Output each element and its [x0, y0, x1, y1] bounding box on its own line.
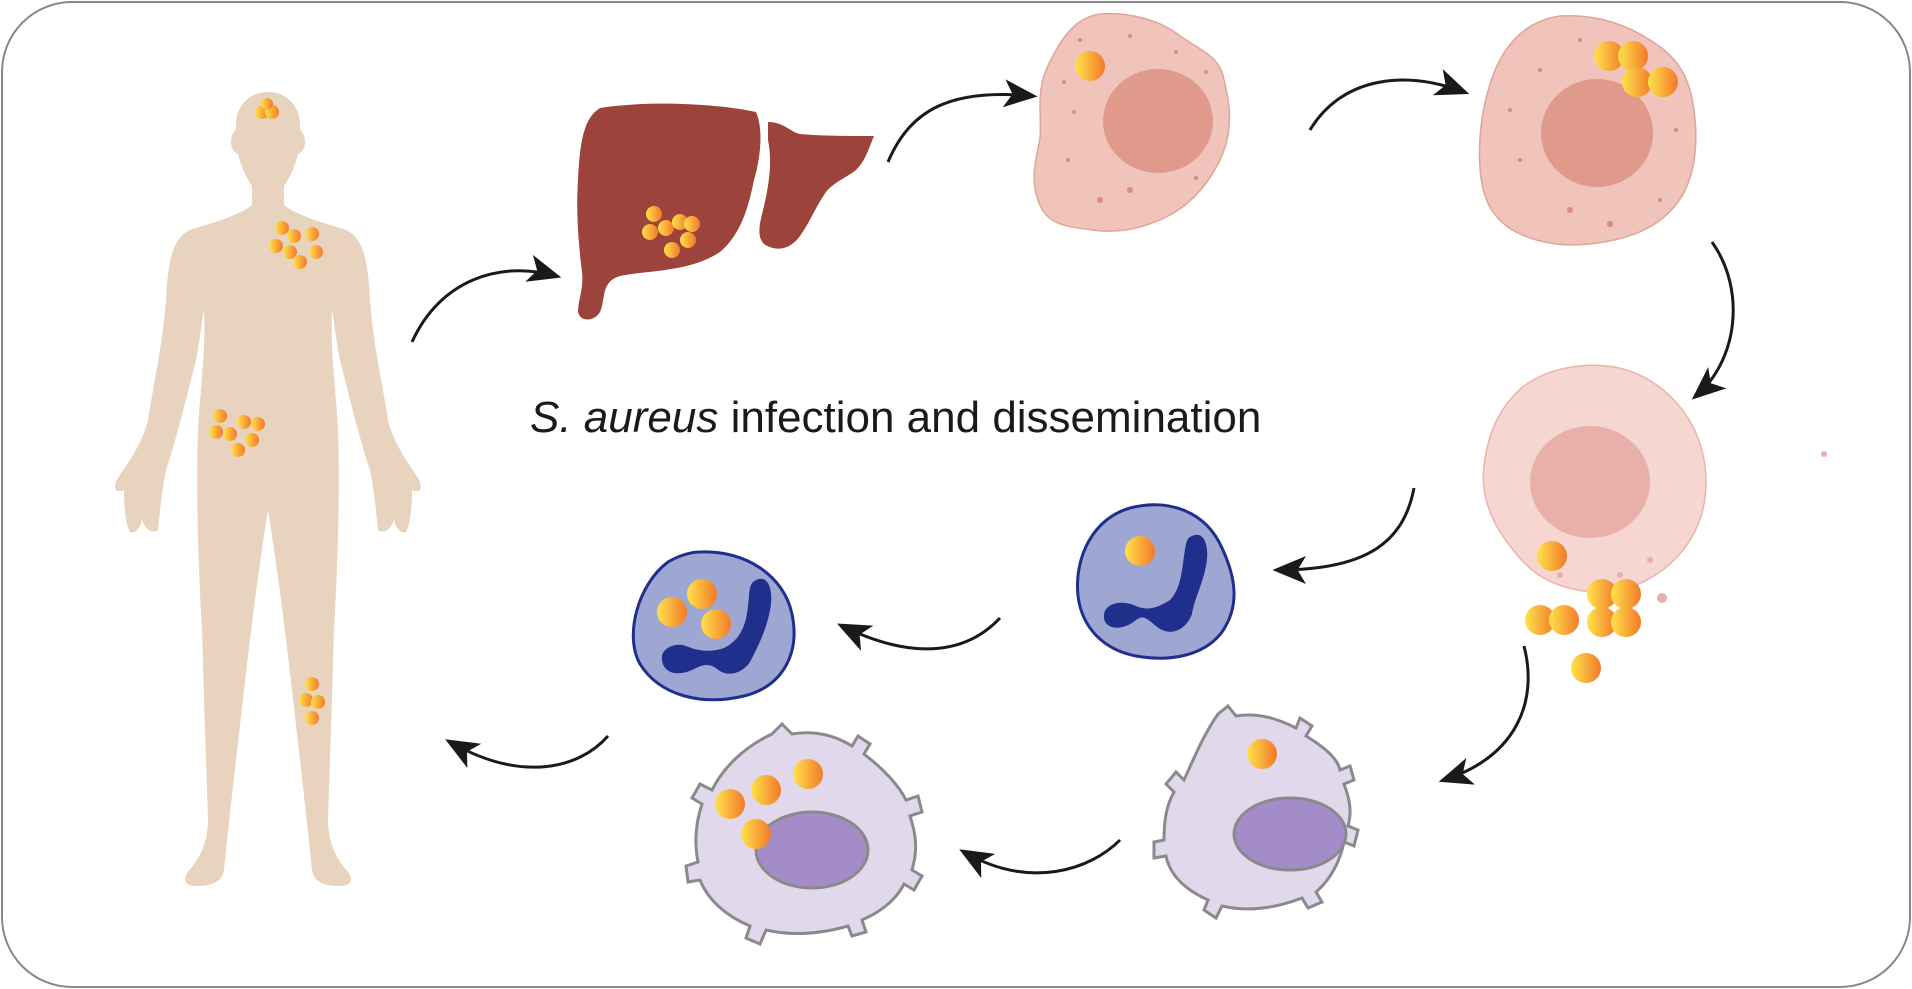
arrow-lysis-to-neutrophil: [1272, 487, 1416, 584]
title-rest: infection and dissemination: [718, 393, 1261, 442]
bacteria-cluster-hip: [209, 409, 265, 457]
arrow-liver-to-hepatocyte: [886, 79, 1038, 163]
neutrophil-single-bacterium: [1075, 503, 1236, 660]
bacteria-cluster-head: [255, 98, 279, 119]
hepatocyte-lysing: [1482, 364, 1827, 683]
arrow-body-to-liver: [410, 254, 562, 343]
bacteria-cluster-leg: [299, 677, 325, 725]
macrophage-multiple-bacteria: [684, 721, 925, 946]
title-species: S. aureus: [530, 393, 718, 442]
macrophage-single-bacterium: [1152, 703, 1360, 921]
neutrophil-multiple-bacteria: [631, 550, 796, 702]
bacteria-cluster-liver: [642, 206, 700, 258]
human-body-figure: [115, 92, 421, 886]
flow-arrows: [410, 69, 1735, 879]
arrow-hepatocyte2-to-lysis: [1691, 241, 1735, 400]
liver: [577, 103, 874, 320]
arrow-neutrophil1-to-neutrophil2: [836, 616, 1002, 651]
arrow-lysis-to-macrophage: [1438, 645, 1530, 785]
diagram-title: S. aureus infection and dissemination: [530, 393, 1261, 442]
released-bacteria: [1525, 541, 1641, 683]
arrow-macrophage1-to-macrophage2: [959, 838, 1122, 879]
hepatocyte-bacterial-cluster: [1478, 15, 1697, 246]
bacteria-cluster-chest: [269, 221, 323, 269]
bacteria-cluster-hepatocyte: [1594, 41, 1678, 97]
hepatocyte-single-bacterium: [1033, 12, 1231, 232]
arrow-hepatocyte1-to-hepatocyte2: [1308, 69, 1470, 131]
arrow-to-body-recirculation: [445, 735, 610, 769]
